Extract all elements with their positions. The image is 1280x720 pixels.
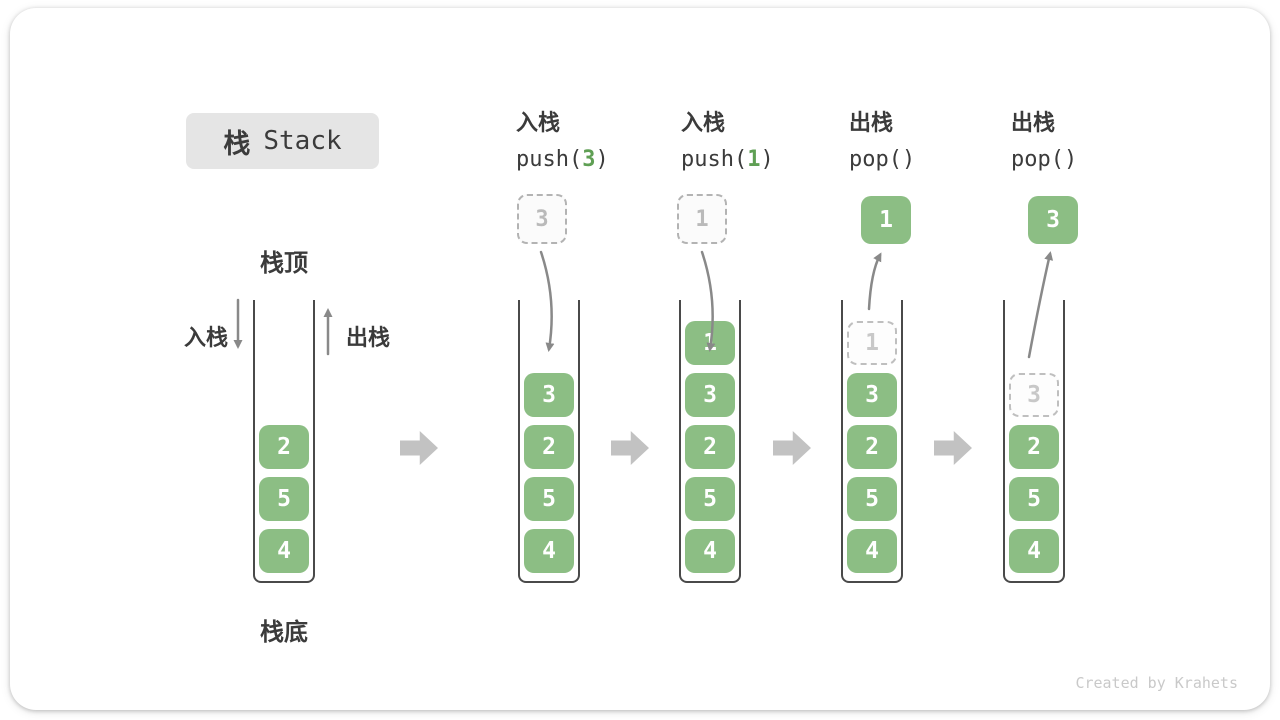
incoming-value-box: 3	[517, 194, 567, 244]
pop-side-label: 出栈	[346, 325, 391, 350]
title-zh: 栈	[223, 128, 251, 159]
op-code: pop()	[1011, 147, 1078, 172]
ghost-block: 3	[1009, 373, 1059, 417]
stack-block: 3	[524, 373, 574, 417]
stack-block: 4	[524, 529, 574, 573]
op-label: 入栈	[516, 110, 561, 135]
step-arrow-icon	[773, 431, 811, 465]
stack-block: 2	[259, 425, 309, 469]
stack-top-label: 栈顶	[260, 250, 308, 277]
watermark: Created by Krahets	[1075, 674, 1238, 692]
step-arrow-icon	[934, 431, 972, 465]
stack-block: 3	[685, 373, 735, 417]
stack-bottom-label: 栈底	[260, 619, 308, 646]
op-label: 出栈	[849, 110, 894, 135]
op-code-arg: 3	[582, 147, 596, 172]
popped-value-box: 3	[1028, 196, 1078, 244]
stack-block: 5	[1009, 477, 1059, 521]
op-label: 入栈	[681, 110, 726, 135]
stack-block: 5	[259, 477, 309, 521]
stack-block: 5	[847, 477, 897, 521]
stack-block: 4	[259, 529, 309, 573]
op-label: 出栈	[1011, 110, 1056, 135]
op-header-push-3: 入栈 push(3)	[516, 104, 609, 178]
step-arrow-icon	[400, 431, 438, 465]
push-side-label: 入栈	[184, 325, 229, 350]
stack-block: 4	[685, 529, 735, 573]
op-code: push(3)	[516, 147, 609, 172]
op-code-arg: 1	[747, 147, 761, 172]
incoming-value-box: 1	[677, 194, 727, 244]
stack-block: 2	[685, 425, 735, 469]
stack-block: 5	[524, 477, 574, 521]
stack-block: 2	[1009, 425, 1059, 469]
stack-block: 2	[847, 425, 897, 469]
op-code: push(1)	[681, 147, 774, 172]
op-header-push-1: 入栈 push(1)	[681, 104, 774, 178]
stack-block: 5	[685, 477, 735, 521]
ghost-block: 1	[847, 321, 897, 365]
stack-block: 2	[524, 425, 574, 469]
title-en: Stack	[263, 126, 342, 156]
stack-block: 4	[1009, 529, 1059, 573]
stack-block: 4	[847, 529, 897, 573]
step-arrow-icon	[611, 431, 649, 465]
op-code: pop()	[849, 147, 916, 172]
stack-block: 3	[847, 373, 897, 417]
stack-block: 1	[685, 321, 735, 365]
op-header-pop-1: 出栈 pop()	[849, 104, 915, 178]
popped-value-box: 1	[861, 196, 911, 244]
diagram-title: 栈 Stack	[186, 113, 379, 169]
op-header-pop-3: 出栈 pop()	[1011, 104, 1077, 178]
